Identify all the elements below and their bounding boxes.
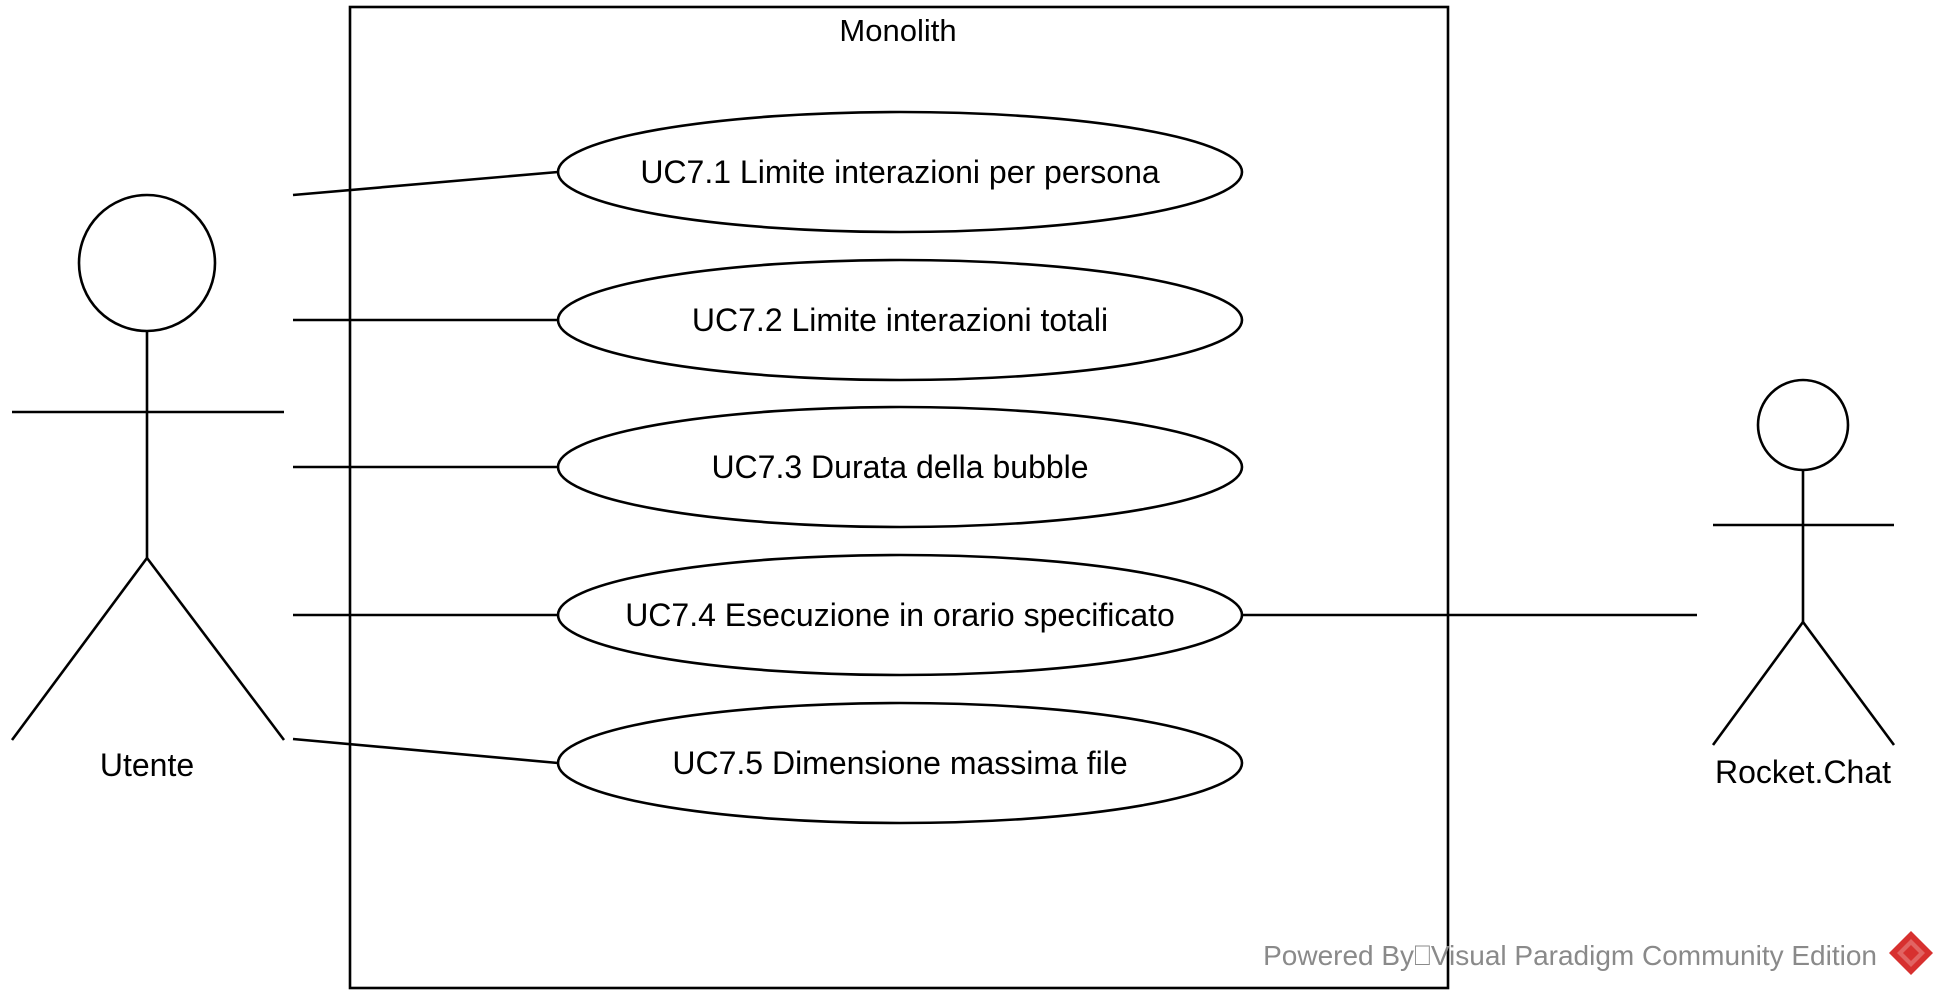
use-case-uc7-5: UC7.5 Dimensione massima file [556,701,1244,825]
use-case-ellipse [556,553,1244,677]
associations [292,170,1697,765]
association-utente-uc7-5 [292,737,559,765]
use-case-uc7-1: UC7.1 Limite interazioni per persona [556,110,1244,234]
actor-head [77,193,217,333]
use-case-uc7-4: UC7.4 Esecuzione in orario specificato [556,553,1244,677]
use-case-uc7-3: UC7.3 Durata della bubble [556,405,1244,529]
system-boundary: Monolith [348,5,1450,990]
actor-left-leg [1711,621,1805,746]
actor-utente: Utente [10,193,286,783]
use-case-label: UC7.1 Limite interazioni per persona [640,154,1160,190]
watermark-text: Powered By⎕Visual Paradigm Community Edi… [1263,940,1877,971]
use-case-ellipse [556,110,1244,234]
system-boundary-box [348,5,1450,990]
watermark: Powered By⎕Visual Paradigm Community Edi… [1263,931,1933,975]
use-case-ellipse [556,258,1244,382]
use-case-label: UC7.3 Durata della bubble [711,449,1088,485]
use-case-label: UC7.2 Limite interazioni totali [692,302,1108,338]
use-case-ellipse [556,405,1244,529]
actor-name: Utente [100,747,194,783]
use-case-uc7-2: UC7.2 Limite interazioni totali [556,258,1244,382]
association-utente-uc7-1 [292,170,559,197]
use-case-label: UC7.5 Dimensione massima file [672,745,1127,781]
actor-left-leg [10,557,149,741]
use-case-ellipse [556,701,1244,825]
actor-head [1756,378,1850,472]
actor-right-leg [1801,621,1896,746]
visual-paradigm-logo-icon [1889,931,1933,975]
actor-right-leg [145,557,286,741]
system-name: Monolith [839,13,956,48]
use-case-label: UC7.4 Esecuzione in orario specificato [625,597,1175,633]
actor-name: Rocket.Chat [1715,754,1891,790]
actor-rocketchat: Rocket.Chat [1711,378,1896,790]
